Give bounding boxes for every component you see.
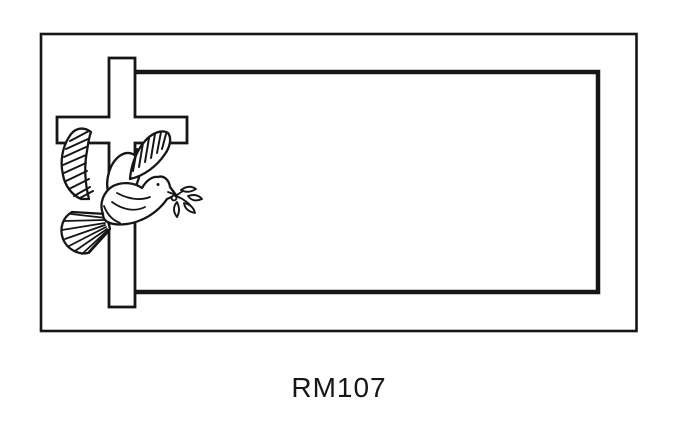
dove-right-wing-feathers [132, 131, 167, 172]
dove-eye [156, 183, 160, 186]
dove-wing-fold-lines [103, 191, 177, 224]
dove-left-wing-feathers [62, 130, 94, 199]
dove-right-wing [128, 130, 172, 181]
outer-border [39, 32, 638, 333]
figure-caption: RM107 [291, 372, 387, 403]
inner-panel-border [119, 69, 601, 295]
olive-branch [170, 185, 203, 218]
dove-body [100, 175, 178, 226]
dove-with-olive-branch-icon [60, 127, 203, 255]
dove-tail-feathers [61, 213, 110, 255]
